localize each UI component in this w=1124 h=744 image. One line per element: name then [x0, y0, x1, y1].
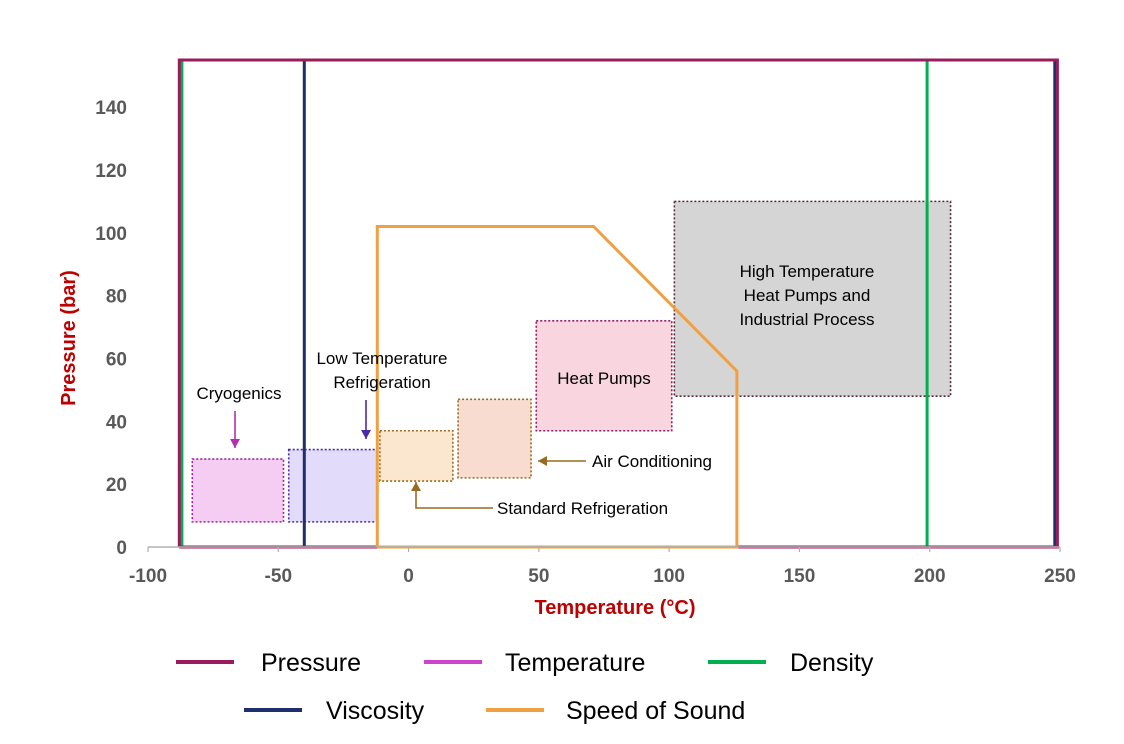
y-tick-label-4: 80 — [106, 287, 127, 308]
y-tick-label-7: 140 — [95, 98, 127, 119]
x-axis-title: Temperature (°C) — [535, 597, 696, 619]
region-label-0: Cryogenics — [196, 384, 281, 403]
x-tick-label-7: 250 — [1044, 566, 1076, 587]
y-tick-label-3: 60 — [106, 349, 127, 370]
y-axis-title: Pressure (bar) — [58, 270, 80, 406]
region-label-line: Low Temperature — [316, 349, 447, 368]
region-4 — [535, 319, 673, 432]
axis-layer: -100 -50 0 50 100 150 200 250 0 20 40 60 80 100 120 140 — [95, 98, 1076, 587]
x-tick-label-5: 150 — [784, 566, 816, 587]
region-label-line: Air Conditioning — [592, 452, 712, 471]
legend-label-2: Density — [790, 649, 874, 677]
air-conditioning-arrow-head — [538, 456, 547, 466]
low-temp-arrow-head — [361, 430, 371, 439]
legend-label-1: Temperature — [505, 649, 645, 677]
region-label-line: Industrial Process — [739, 310, 874, 329]
regions-layer — [191, 200, 952, 523]
region-3 — [457, 398, 532, 479]
y-tick-label-1: 20 — [106, 475, 127, 496]
y-tick-label-0: 0 — [116, 538, 127, 559]
region-label-line: Heat Pumps — [557, 369, 651, 388]
x-tick-label-2: 0 — [403, 566, 414, 587]
region-label-2: Standard Refrigeration — [497, 499, 668, 518]
x-tick-label-0: -100 — [129, 566, 167, 587]
region-label-line: Cryogenics — [196, 384, 281, 403]
region-label-line: High Temperature — [740, 262, 875, 281]
legend-label-4: Speed of Sound — [566, 697, 745, 725]
legend-label-0: Pressure — [261, 649, 361, 677]
standard-refrigeration-arrow — [415, 482, 493, 509]
y-tick-label-2: 40 — [106, 412, 127, 433]
x-tick-label-6: 200 — [914, 566, 946, 587]
standard-refrigeration-arrow-head — [411, 482, 421, 491]
region-5 — [673, 200, 952, 397]
region-2 — [379, 429, 454, 482]
region-0 — [191, 458, 285, 523]
region-label-line: Refrigeration — [333, 373, 430, 392]
region-1 — [287, 448, 379, 523]
legend-label-3: Viscosity — [326, 697, 425, 725]
region-label-line: Standard Refrigeration — [497, 499, 668, 518]
y-tick-label-6: 120 — [95, 161, 127, 182]
region-label-3: Air Conditioning — [592, 452, 712, 471]
x-tick-label-4: 100 — [653, 566, 685, 587]
region-label-line: Heat Pumps and — [744, 286, 871, 305]
y-tick-label-5: 100 — [95, 224, 127, 245]
region-label-4: Heat Pumps — [557, 369, 651, 388]
x-tick-label-1: -50 — [265, 566, 292, 587]
x-tick-label-3: 50 — [528, 566, 549, 587]
cryogenics-arrow-head — [230, 439, 240, 448]
